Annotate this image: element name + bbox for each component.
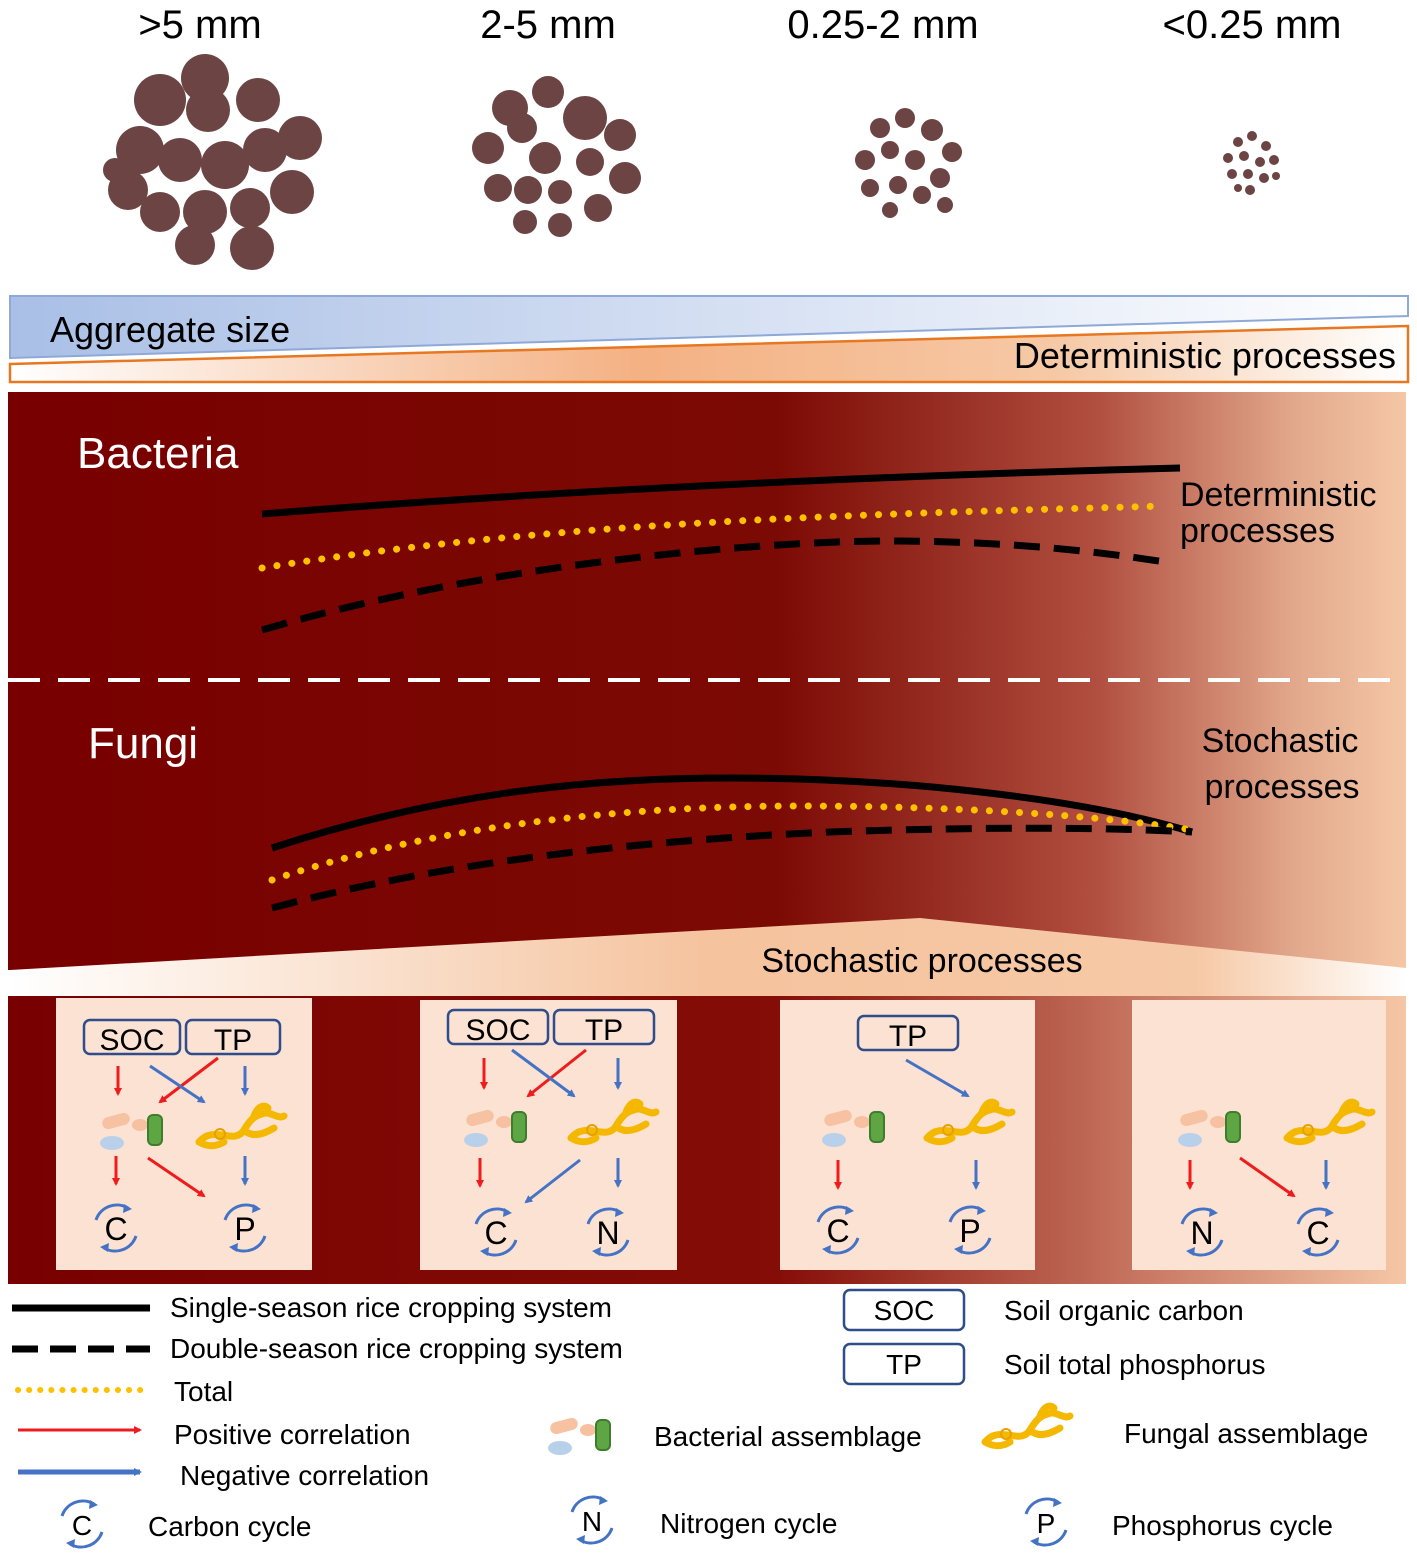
size-label-1: >5 mm: [138, 3, 261, 47]
fungi-single-season-curve: [270, 774, 1194, 852]
soc-box: [446, 1008, 550, 1046]
legend-soc-full: Soil organic carbon: [1004, 1295, 1244, 1326]
fungi-annotation-line2: processes: [1205, 768, 1360, 806]
legend-p-letter: P: [1037, 1508, 1056, 1539]
positive-arrow: [147, 1156, 206, 1198]
legend-phosphorus-cycle: Phosphorus cycle: [1112, 1510, 1333, 1541]
bacteria-annotation-line1: Deterministic: [1180, 476, 1376, 514]
aggregate-cluster-medium: [472, 76, 641, 237]
deterministic-wedge: [8, 324, 1410, 384]
bacteria-single-season-curve: [261, 464, 1181, 518]
aggregate-cluster-tiny: [1223, 131, 1280, 195]
legend-fungal: Fungal assemblage: [1124, 1418, 1368, 1449]
aggregate-size-wedge: [9, 295, 1409, 360]
network-panel-4-bg: [1132, 1000, 1386, 1270]
legend-carbon-cycle: Carbon cycle: [148, 1511, 311, 1542]
size-label-4: <0.25 mm: [1163, 3, 1342, 47]
aggregate-cluster-small: [855, 108, 962, 218]
bacteria-double-season-curve: [261, 537, 1166, 634]
legend-nitrogen-cycle: Nitrogen cycle: [660, 1508, 837, 1539]
cycle-letter: P: [959, 1213, 980, 1249]
positive-arrow: [158, 1056, 219, 1104]
negative-arrow: [905, 1058, 970, 1098]
bacteria-label: Bacteria: [77, 429, 239, 478]
fungi-annotation-line1: Stochastic: [1202, 722, 1359, 760]
cycle-letter: N: [1190, 1215, 1213, 1251]
tp-box: [856, 1014, 960, 1052]
cycle-letter: C: [484, 1215, 507, 1251]
negative-arrow: [149, 1064, 206, 1104]
tp-box: [184, 1018, 282, 1056]
legend: Single-season rice cropping system Doubl…: [12, 1288, 1368, 1550]
size-label-2: 2-5 mm: [480, 3, 616, 47]
soc-box: [82, 1018, 182, 1056]
soc-box-label: SOC: [99, 1024, 164, 1057]
positive-arrow: [1239, 1156, 1296, 1198]
legend-negative: Negative correlation: [180, 1460, 429, 1491]
cycle-letter: P: [234, 1211, 255, 1247]
tp-box-label: TP: [889, 1020, 927, 1053]
aggregate-cluster-large: [103, 54, 322, 270]
cycle-letter: C: [826, 1213, 849, 1249]
network-panel-1: SOC TP C P: [56, 998, 312, 1270]
fungi-label: Fungi: [88, 719, 198, 768]
network-panel-3-bg: [780, 1000, 1035, 1270]
legend-single-season: Single-season rice cropping system: [170, 1292, 612, 1323]
deterministic-bar-label: Deterministic processes: [1014, 335, 1396, 376]
aggregate-size-label: Aggregate size: [50, 309, 290, 350]
network-panel-3: TP C P: [780, 1000, 1035, 1270]
legend-tp-abbr: TP: [886, 1349, 922, 1380]
legend-c-letter: C: [72, 1510, 92, 1541]
legend-double-season: Double-season rice cropping system: [170, 1333, 623, 1364]
legend-fungus-icon: [985, 1406, 1070, 1446]
bacteria-annotation-line2: processes: [1180, 512, 1335, 550]
cycle-letter: N: [596, 1215, 619, 1251]
cycle-letter: C: [104, 1211, 127, 1247]
negative-arrow: [524, 1158, 581, 1204]
size-label-3: 0.25-2 mm: [787, 3, 978, 47]
legend-bacterial: Bacterial assemblage: [654, 1421, 922, 1452]
legend-soc-abbr: SOC: [874, 1295, 935, 1326]
legend-bacteria-icon: [547, 1415, 611, 1456]
legend-tp-box: [842, 1342, 966, 1386]
legend-positive: Positive correlation: [174, 1419, 411, 1450]
stochastic-bar-label: Stochastic processes: [761, 942, 1082, 980]
tp-box-label: TP: [585, 1014, 623, 1047]
negative-arrow: [511, 1048, 576, 1098]
fungi-total-curve: [268, 802, 1196, 884]
network-panel-4: N C: [1132, 1000, 1386, 1270]
tp-box: [552, 1008, 656, 1046]
network-panel-2: SOC TP C N: [420, 1000, 677, 1270]
legend-tp-full: Soil total phosphorus: [1004, 1349, 1266, 1380]
legend-n-letter: N: [582, 1506, 602, 1537]
fungi-double-season-curve: [271, 824, 1193, 912]
network-panel-1-bg: [56, 998, 312, 1270]
stochastic-wedge: [10, 918, 1406, 1000]
positive-arrow: [526, 1048, 587, 1098]
legend-total: Total: [174, 1376, 233, 1407]
cycle-letter: C: [1306, 1215, 1329, 1251]
soc-box-label: SOC: [465, 1014, 530, 1047]
legend-soc-box: [842, 1288, 966, 1332]
tp-box-label: TP: [214, 1024, 252, 1057]
